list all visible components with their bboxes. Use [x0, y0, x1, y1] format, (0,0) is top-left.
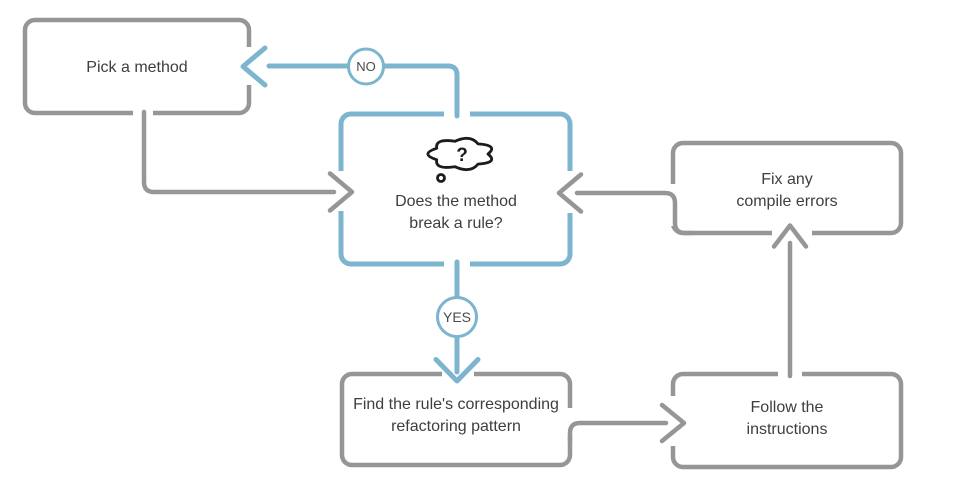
node-fix-errors: Fix any compile errors	[670, 140, 904, 236]
connector-pick-to-decision	[141, 109, 337, 195]
fix-errors-box	[670, 140, 904, 236]
yes-badge: YES	[436, 296, 478, 338]
find-pattern-label-line2: refactoring pattern	[391, 418, 521, 435]
decision-label-line2: break a rule?	[409, 215, 502, 232]
connector-no-branch	[266, 63, 460, 119]
no-badge-label: NO	[356, 59, 376, 74]
arrowhead-into-fix	[771, 223, 809, 249]
question-mark: ?	[456, 145, 468, 166]
thought-cloud	[426, 136, 494, 172]
follow-instructions-label-line2: instructions	[747, 421, 828, 438]
fix-errors-label-line2: compile errors	[736, 193, 837, 210]
yes-badge-label: YES	[443, 309, 471, 325]
arrowhead-into-decision-right	[556, 172, 584, 214]
thought-bubble-icon: ?	[426, 136, 494, 183]
connector-fix-to-decision	[574, 190, 695, 236]
no-badge-circle	[347, 47, 385, 86]
arrowhead-into-follow	[659, 402, 687, 444]
yes-badge-circle	[436, 296, 478, 338]
arrowhead-into-decision-left	[327, 171, 355, 213]
arrowhead-into-pick-method	[240, 45, 268, 88]
node-decision: Does the method break a rule?	[338, 111, 573, 267]
follow-instructions-label-line1: Follow the	[751, 399, 824, 416]
fix-errors-label-line1: Fix any	[761, 171, 813, 188]
find-pattern-label-line1: Find the rule's corresponding	[353, 396, 559, 413]
node-follow-instructions: Follow the instructions	[670, 371, 904, 470]
no-badge: NO	[347, 47, 385, 86]
node-find-pattern: Find the rule's corresponding refactorin…	[339, 371, 573, 468]
decision-box	[338, 111, 573, 267]
node-pick-method: Pick a method	[22, 17, 252, 116]
arrowhead-into-find-pattern	[433, 357, 481, 384]
pick-method-label: Pick a method	[86, 59, 187, 76]
connectors-gray	[141, 109, 809, 444]
connector-pattern-to-follow	[567, 420, 669, 444]
thought-bubble-dot-icon	[436, 173, 446, 183]
decision-label-line1: Does the method	[395, 193, 517, 210]
